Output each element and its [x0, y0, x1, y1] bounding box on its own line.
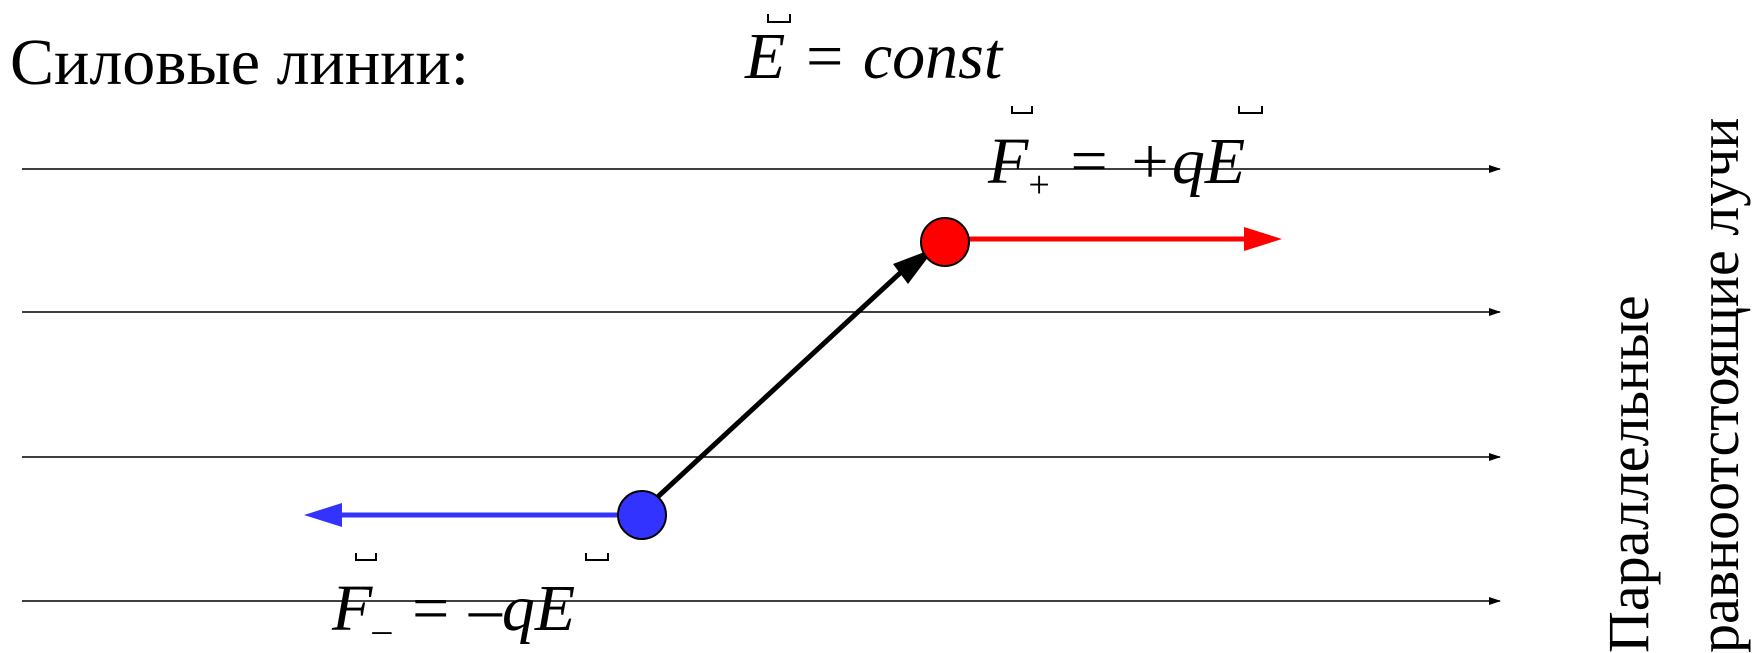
force-plus-arrowhead [1244, 227, 1282, 251]
vector-accent-mark [355, 553, 377, 561]
dipole-arrowhead [893, 248, 935, 284]
force-plus-equation: = +q [1050, 125, 1205, 198]
side-label: Параллельные равноотстоящие лучи [1596, 118, 1751, 653]
force-minus-label: F– = –qE [331, 553, 609, 651]
svg-text:F– = –qE: F– = –qE [331, 572, 575, 651]
vector-accent-mark [1238, 106, 1263, 114]
diagram-title: Силовые линии: [10, 26, 469, 99]
force-plus-subscript: + [1028, 164, 1049, 206]
positive-charge [920, 217, 970, 267]
force-plus-label: F+ = +qE [987, 106, 1263, 206]
force-minus-subscript: – [371, 609, 392, 651]
force-minus-symbol-e: E [534, 572, 575, 645]
vector-accent-mark [1011, 106, 1033, 114]
force-plus-symbol-f: F [987, 125, 1029, 198]
field-symbol-e: E [744, 20, 785, 93]
side-label-line2: равноотстоящие лучи [1686, 118, 1751, 653]
force-minus-symbol-f: F [331, 572, 373, 645]
force-plus-symbol-e: E [1204, 125, 1245, 198]
field-equation: E = const [744, 14, 1004, 93]
force-minus-equation: = –q [391, 572, 535, 645]
negative-charge [617, 490, 667, 540]
side-label-line1: Параллельные [1596, 295, 1661, 653]
vector-accent-mark [585, 553, 609, 561]
force-minus-arrowhead [304, 503, 342, 527]
field-equation-rest: = const [785, 20, 1004, 93]
dipole-axis [648, 260, 914, 506]
svg-text:E = const: E = const [744, 20, 1004, 93]
vector-accent-mark [767, 14, 791, 23]
svg-text:F+ = +qE: F+ = +qE [987, 125, 1245, 206]
